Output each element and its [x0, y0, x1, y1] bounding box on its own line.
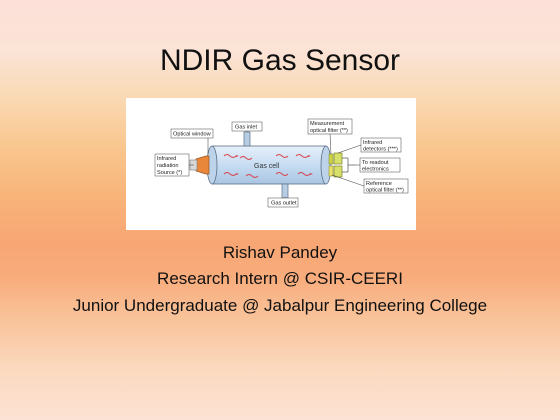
measurement-detector: [333, 152, 343, 165]
tube-right-end: [320, 145, 332, 185]
reference-detector: [333, 165, 343, 178]
label-infrared-source-3: Source (*): [157, 170, 182, 176]
label-reference-filter-1: Reference: [366, 181, 392, 187]
label-infrared-source-1: Infrared: [157, 156, 176, 162]
label-readout-1: To readout: [362, 160, 389, 166]
label-gas-inlet: Gas inlet: [235, 125, 258, 131]
label-boxes: [154, 118, 409, 208]
measurement-optical-filter: [328, 153, 334, 165]
leader-lines: [189, 131, 365, 198]
wave-arrows: [236, 155, 313, 175]
label-infrared-source-2: radiation: [157, 163, 178, 169]
author-role: Research Intern @ CSIR-CEERI: [157, 269, 403, 288]
label-infrared-detectors-1: Infrared: [363, 140, 382, 146]
gas-inlet-pipe: [243, 131, 251, 147]
label-measurement-filter-2: optical filter (**): [310, 128, 348, 134]
author-name: Rishav Pandey: [222, 243, 338, 262]
gas-cell-tube: [211, 145, 327, 185]
label-infrared-detectors-2: detectors (***): [363, 147, 398, 153]
ndir-sensor-diagram: Optical window Gas inlet Measurement opt…: [126, 98, 416, 230]
label-optical-window: Optical window: [173, 132, 212, 138]
label-measurement-filter-1: Measurement: [310, 121, 345, 127]
label-gas-outlet: Gas outlet: [271, 201, 297, 207]
label-reference-filter-2: optical filter (**): [366, 188, 404, 194]
reference-optical-filter: [328, 165, 334, 177]
gas-outlet-pipe: [281, 183, 289, 199]
label-readout-2: electronics: [362, 167, 389, 173]
author-affiliation: Junior Undergraduate @ Jabalpur Engineer…: [72, 296, 488, 315]
infrared-waves: [223, 154, 311, 178]
slide-title: NDIR Gas Sensor: [159, 44, 401, 77]
infrared-source: [195, 155, 210, 175]
label-gas-cell: Gas cell: [254, 163, 280, 170]
diagram-svg: Optical window Gas inlet Measurement opt…: [154, 118, 409, 208]
